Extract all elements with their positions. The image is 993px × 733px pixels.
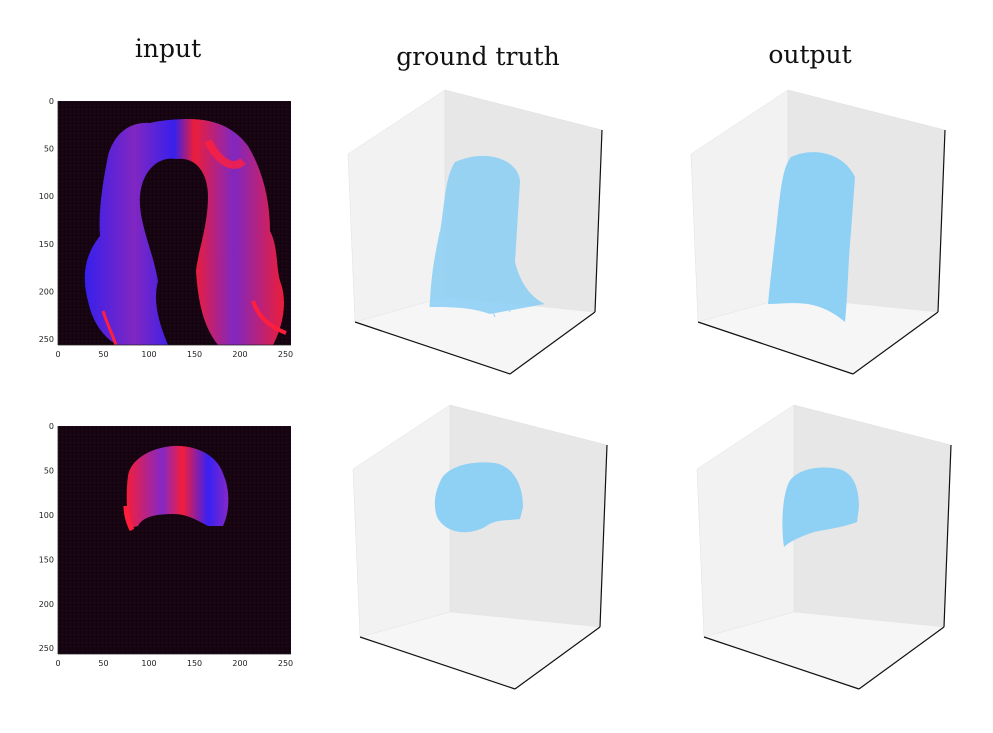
- x-axis: 0 50 100 150 200 250: [55, 344, 293, 359]
- ground-truth-3d-plot-1: [347, 89, 603, 375]
- y-tick: 100: [39, 192, 54, 201]
- y-tick: 50: [44, 145, 54, 154]
- hair-strands: [434, 462, 523, 533]
- hair-strands: [429, 155, 545, 318]
- x-tick: 150: [187, 350, 202, 359]
- x-tick: 50: [98, 659, 108, 668]
- input-image-plot-2: 0 50 100 150 200 250 0 50 100 150 200 25…: [39, 422, 293, 668]
- hair-strands: [782, 467, 859, 547]
- title-input: input: [134, 34, 202, 63]
- y-tick: 250: [39, 335, 54, 344]
- x-tick: 50: [98, 350, 108, 359]
- hair-mask: [126, 445, 229, 528]
- y-tick: 100: [39, 511, 54, 520]
- hair-strands: [768, 152, 855, 322]
- x-tick: 0: [55, 659, 60, 668]
- output-3d-plot-1: [690, 89, 946, 375]
- y-tick: 50: [44, 467, 54, 476]
- x-tick: 250: [278, 350, 293, 359]
- axes-box: [352, 404, 608, 690]
- y-tick: 0: [49, 422, 54, 431]
- y-tick: 0: [49, 97, 54, 106]
- y-axis: 0 50 100 150 200 250: [39, 97, 59, 345]
- input-image-plot-1: 0 50 100 150 200 250 0 50 100 150 200 25…: [39, 97, 293, 359]
- title-ground-truth: ground truth: [396, 42, 560, 71]
- y-tick: 150: [39, 240, 54, 249]
- x-tick: 250: [278, 659, 293, 668]
- x-axis: 0 50 100 150 200 250: [55, 653, 293, 668]
- x-tick: 100: [141, 659, 156, 668]
- x-tick: 100: [141, 350, 156, 359]
- y-tick: 200: [39, 287, 54, 296]
- x-tick: 200: [232, 659, 247, 668]
- x-tick: 200: [232, 350, 247, 359]
- title-output: output: [768, 40, 852, 69]
- axes-box: [696, 404, 952, 690]
- output-3d-plot-2: [696, 404, 952, 690]
- x-tick: 150: [187, 659, 202, 668]
- y-tick: 150: [39, 556, 54, 565]
- x-tick: 0: [55, 350, 60, 359]
- y-axis: 0 50 100 150 200 250: [39, 422, 59, 654]
- hair-mask: [84, 119, 284, 345]
- y-tick: 200: [39, 600, 54, 609]
- ground-truth-3d-plot-2: [352, 404, 608, 690]
- image-area: [58, 101, 291, 346]
- y-tick: 250: [39, 644, 54, 653]
